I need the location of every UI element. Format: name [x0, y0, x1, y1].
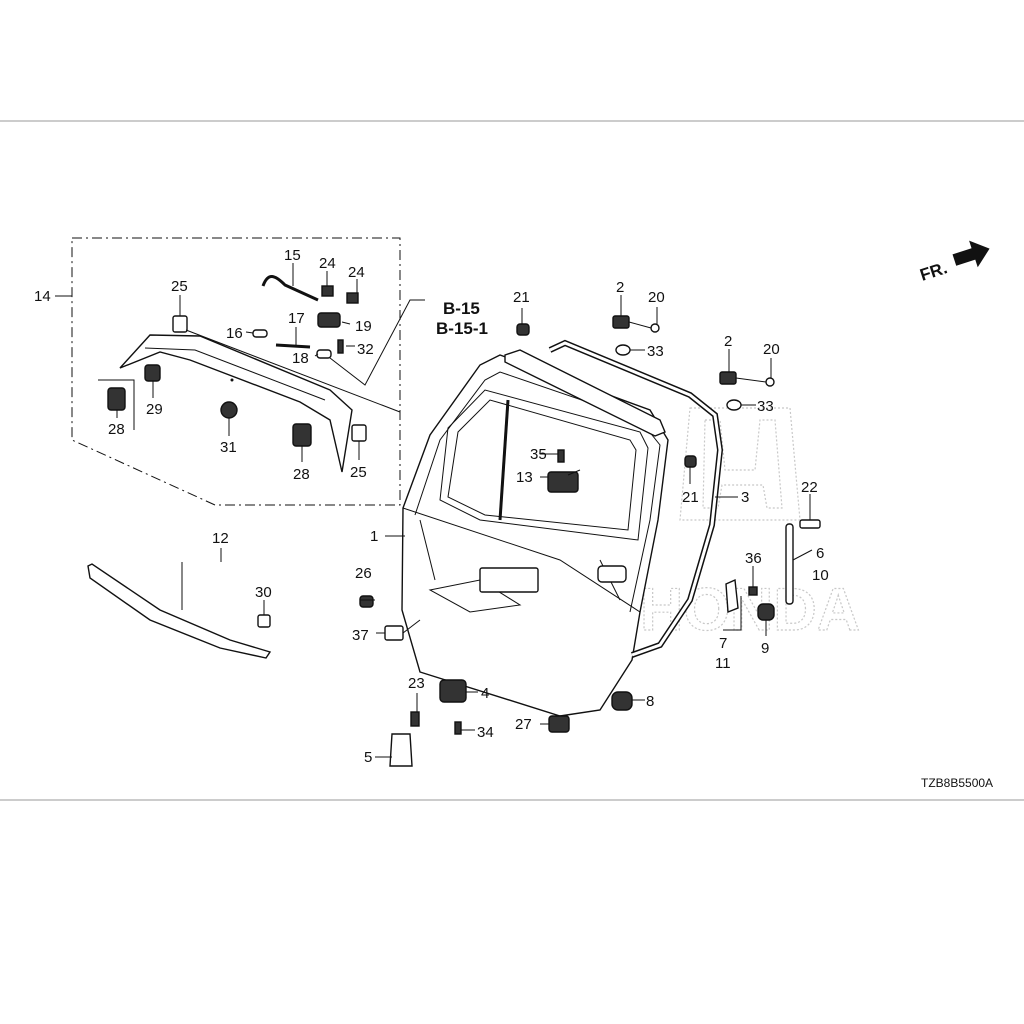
screw-34 — [454, 721, 462, 735]
clip-28a — [107, 387, 126, 411]
nozzle-19 — [317, 312, 341, 328]
bolt-35 — [557, 449, 565, 463]
watermark-text: HONDA — [640, 576, 860, 643]
callout-26: 26 — [355, 565, 372, 582]
callout-4: 4 — [481, 685, 489, 702]
assembly-14-boundary — [71, 237, 401, 506]
grommet-31 — [220, 401, 238, 419]
callout-23: 23 — [408, 675, 425, 692]
callout-36: 36 — [745, 550, 762, 567]
gas-strut — [785, 523, 794, 605]
callout-9: 9 — [761, 640, 769, 657]
hose-17 — [275, 343, 311, 349]
bolt-36 — [748, 586, 758, 596]
nut-21b — [684, 455, 697, 468]
callout-12: 12 — [212, 530, 229, 547]
callout-37: 37 — [352, 627, 369, 644]
callout-33b: 33 — [757, 398, 774, 415]
callout-8: 8 — [646, 693, 654, 710]
cap-30 — [257, 614, 271, 628]
front-arrow-icon — [952, 240, 990, 268]
bracket-2a — [612, 315, 630, 329]
callout-14: 14 — [34, 288, 51, 305]
watermark-logo: HONDA — [639, 407, 861, 644]
callout-2a: 2 — [616, 279, 624, 296]
callout-24b: 24 — [348, 264, 365, 281]
clip-28b — [292, 423, 312, 447]
callout-2b: 2 — [724, 333, 732, 350]
door-spoiler — [504, 349, 666, 437]
reference-b15: B-15 — [443, 299, 480, 318]
clip-24b — [346, 292, 359, 304]
front-direction-indicator: FR. — [918, 240, 990, 285]
bolt-20b — [765, 377, 775, 387]
callout-1: 1 — [370, 528, 378, 545]
callout-10: 10 — [812, 567, 829, 584]
callout-35: 35 — [530, 446, 547, 463]
grommet-26 — [359, 595, 374, 608]
callout-31: 31 — [220, 439, 237, 456]
stud-22 — [799, 519, 821, 529]
callout-25a: 25 — [171, 278, 188, 295]
cap-37 — [384, 625, 404, 641]
callout-29: 29 — [146, 401, 163, 418]
nozzle-18 — [316, 349, 332, 359]
clip-33a — [615, 344, 631, 356]
clip-29 — [144, 364, 161, 382]
spoiler — [119, 334, 353, 473]
callout-13: 13 — [516, 469, 533, 486]
reference-b15-1: B-15-1 — [436, 319, 488, 338]
callout-18: 18 — [292, 350, 309, 367]
callout-21b: 21 — [682, 489, 699, 506]
callout-32: 32 — [357, 341, 374, 358]
clip-27 — [548, 715, 570, 733]
hose-15 — [261, 275, 319, 302]
hinge-7 — [725, 578, 739, 614]
callout-20a: 20 — [648, 289, 665, 306]
screw-32 — [337, 339, 344, 354]
bumper-8 — [611, 691, 633, 711]
nut-21a — [516, 323, 530, 336]
callout-20b: 20 — [763, 341, 780, 358]
screw-23 — [410, 711, 420, 727]
bumper-9 — [757, 603, 775, 621]
callout-21a: 21 — [513, 289, 530, 306]
callout-16: 16 — [226, 325, 243, 342]
callout-25b: 25 — [350, 464, 367, 481]
bolt-20a — [650, 323, 660, 333]
callout-24a: 24 — [319, 255, 336, 272]
clip-25b — [351, 424, 367, 442]
callout-17: 17 — [288, 310, 305, 327]
clip-24a — [321, 285, 334, 297]
latch-13 — [547, 471, 579, 493]
handle-5 — [389, 733, 413, 767]
callout-19: 19 — [355, 318, 372, 335]
joint-16 — [252, 329, 268, 338]
callout-28a: 28 — [108, 421, 125, 438]
callout-7: 7 — [719, 635, 727, 652]
callout-34: 34 — [477, 724, 494, 741]
diagram-code: TZB8B5500A — [921, 776, 993, 790]
switch-4 — [439, 679, 467, 703]
callout-11: 11 — [715, 655, 731, 672]
callout-22: 22 — [801, 479, 818, 496]
callout-3: 3 — [741, 489, 749, 506]
callout-28b: 28 — [293, 466, 310, 483]
garnish-12 — [87, 563, 272, 659]
callout-33a: 33 — [647, 343, 664, 360]
callout-numbers: 1 2 2 3 4 5 6 7 8 9 10 11 12 13 14 15 16… — [34, 247, 829, 766]
callout-30: 30 — [255, 584, 272, 601]
clip-33b — [726, 399, 742, 411]
clip-25a — [172, 315, 188, 333]
tailgate-door — [401, 354, 669, 717]
callout-27: 27 — [515, 716, 532, 733]
callout-5: 5 — [364, 749, 372, 766]
callout-15: 15 — [284, 247, 301, 264]
callout-6: 6 — [816, 545, 824, 562]
bracket-2b — [719, 371, 737, 385]
front-label: FR. — [918, 258, 950, 285]
